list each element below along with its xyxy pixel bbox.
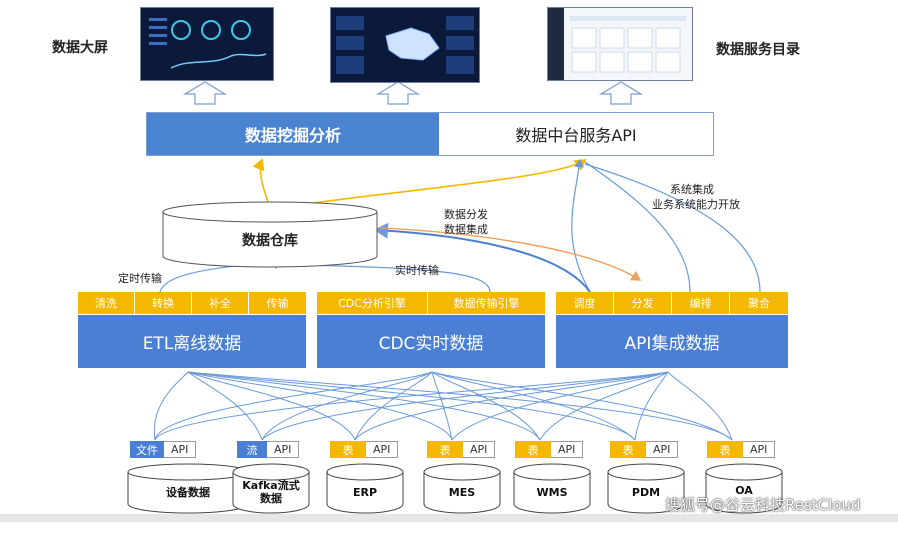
catalog-preview-graphic bbox=[548, 8, 686, 80]
source-api-label: API bbox=[646, 441, 679, 458]
api-tab-aggregate: 聚合 bbox=[730, 292, 788, 314]
watermark: 搜狐号@谷云科技RestCloud bbox=[665, 496, 861, 514]
dashboard-screen-2 bbox=[330, 7, 480, 83]
cylinder-erp bbox=[326, 463, 404, 514]
realtime-note: 实时传输 bbox=[395, 264, 439, 277]
api-tab-row: 调度 分发 编排 聚合 bbox=[556, 292, 788, 314]
api-link-1 bbox=[571, 158, 591, 293]
api-tab-schedule: 调度 bbox=[556, 292, 614, 314]
dashboard-preview-graphic bbox=[149, 18, 267, 69]
api-integration-block: API集成数据 bbox=[556, 315, 788, 368]
source-type-label: 表 bbox=[610, 441, 646, 458]
dashboard-screen-1 bbox=[140, 7, 274, 81]
integration-note: 数据集成 bbox=[444, 223, 488, 236]
source-type-label: 表 bbox=[515, 441, 551, 458]
etl-offline-block: ETL离线数据 bbox=[78, 315, 306, 368]
etl-tab-row: 清洗 转换 补全 传输 bbox=[78, 292, 306, 314]
cdc-tab-engine: CDC分析引擎 bbox=[317, 292, 428, 314]
analysis-band: 数据挖掘分析 数据中台服务API bbox=[146, 112, 714, 156]
warehouse-cylinder bbox=[162, 201, 378, 268]
api-tab-dispatch: 分发 bbox=[614, 292, 672, 314]
source-tag-erp: 表 API bbox=[330, 441, 399, 458]
source-api-label: API bbox=[743, 441, 776, 458]
source-cylinders bbox=[127, 463, 783, 514]
cylinder-oa bbox=[705, 463, 783, 514]
etl-tab-complete: 补全 bbox=[192, 292, 249, 314]
etl-tab-transfer: 传输 bbox=[249, 292, 306, 314]
dispatch-note: 数据分发 bbox=[444, 208, 488, 221]
source-label-mes: MES bbox=[448, 486, 476, 499]
source-tag-wms: 表 API bbox=[515, 441, 584, 458]
source-type-label: 文件 bbox=[130, 441, 164, 458]
api-tab-orchestrate: 编排 bbox=[672, 292, 730, 314]
cylinder-wms bbox=[513, 463, 591, 514]
yellow-arrow-left bbox=[252, 158, 269, 203]
cylinder-device bbox=[127, 463, 249, 514]
source-type-label: 流 bbox=[237, 441, 267, 458]
capability-note: 业务系统能力开放 bbox=[652, 198, 740, 211]
etl-tab-transform: 转换 bbox=[135, 292, 192, 314]
etl-tab-clean: 清洗 bbox=[78, 292, 135, 314]
source-label-device: 设备数据 bbox=[166, 486, 210, 499]
dashboard-label: 数据大屏 bbox=[52, 40, 108, 56]
source-api-label: API bbox=[366, 441, 399, 458]
source-label-erp: ERP bbox=[352, 486, 378, 499]
source-tag-oa: 表 API bbox=[707, 441, 776, 458]
source-api-label: API bbox=[551, 441, 584, 458]
map-preview-graphic bbox=[336, 16, 474, 74]
api-link-3 bbox=[584, 163, 761, 293]
source-api-label: API bbox=[164, 441, 197, 458]
dispatch-arrow bbox=[379, 227, 642, 281]
cdc-realtime-block: CDC实时数据 bbox=[317, 315, 545, 368]
cdc-tab-transfer-engine: 数据传输引擎 bbox=[428, 292, 545, 314]
up-arrow-right bbox=[598, 81, 644, 105]
bottom-bar bbox=[0, 514, 898, 522]
source-api-label: API bbox=[267, 441, 300, 458]
cdc-tab-row: CDC分析引擎 数据传输引擎 bbox=[317, 292, 545, 314]
api-link-2 bbox=[584, 161, 691, 293]
source-label-kafka: Kafka流式数据 bbox=[242, 479, 300, 505]
source-tag-mes: 表 API bbox=[427, 441, 496, 458]
integration-arrow bbox=[374, 222, 591, 293]
yellow-arrow-right bbox=[299, 159, 587, 206]
source-api-label: API bbox=[463, 441, 496, 458]
cylinder-pdm bbox=[607, 463, 685, 514]
cylinder-mes bbox=[423, 463, 501, 514]
up-arrow-mid bbox=[375, 81, 421, 105]
system-integration-note: 系统集成 bbox=[670, 183, 714, 196]
service-catalog-label: 数据服务目录 bbox=[716, 42, 800, 58]
service-catalog-screen bbox=[547, 7, 693, 81]
service-api-box: 数据中台服务API bbox=[439, 113, 713, 155]
data-mining-box: 数据挖掘分析 bbox=[147, 113, 439, 155]
source-tag-kafka: 流 API bbox=[237, 441, 300, 458]
source-tag-device: 文件 API bbox=[130, 441, 197, 458]
source-label-oa: OA bbox=[735, 484, 753, 497]
warehouse-label: 数据仓库 bbox=[242, 233, 298, 249]
source-type-label: 表 bbox=[330, 441, 366, 458]
source-label-wms: WMS bbox=[536, 486, 568, 499]
up-arrow-left bbox=[182, 81, 228, 105]
source-fan-lines bbox=[153, 371, 733, 441]
source-tag-pdm: 表 API bbox=[610, 441, 679, 458]
scheduled-note: 定时传输 bbox=[118, 272, 162, 285]
source-label-pdm: PDM bbox=[631, 486, 661, 499]
source-type-label: 表 bbox=[427, 441, 463, 458]
source-type-label: 表 bbox=[707, 441, 743, 458]
cylinder-kafka bbox=[232, 463, 310, 514]
